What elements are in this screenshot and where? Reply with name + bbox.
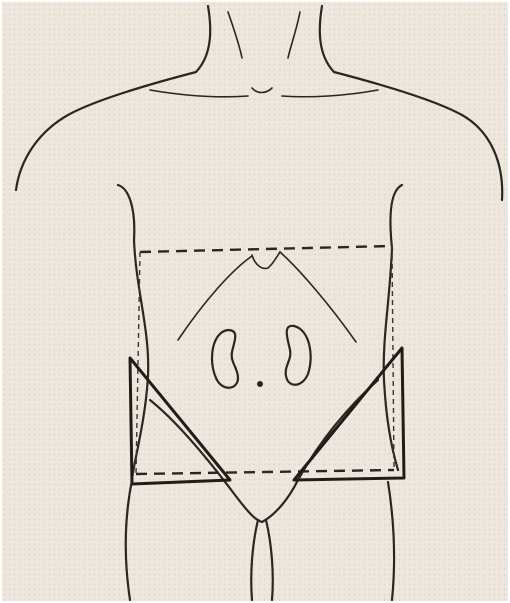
shoulder-right xyxy=(334,72,502,200)
thigh-inner-left xyxy=(251,520,258,600)
umbilicus xyxy=(257,381,263,387)
kidney-right xyxy=(286,326,311,385)
flank-left xyxy=(132,240,148,480)
neck-muscle-right xyxy=(288,12,300,58)
neck-left xyxy=(196,6,210,72)
xiphoid xyxy=(252,252,280,268)
kidney-left xyxy=(212,330,238,388)
inguinal-fold-left xyxy=(150,400,262,522)
arm-inner-left xyxy=(118,185,134,240)
inguinal-fold-right xyxy=(262,380,378,522)
thigh-inner-right xyxy=(266,520,273,600)
costal-margin-right xyxy=(280,252,356,342)
arm-inner-right xyxy=(390,185,402,248)
field-top-dashed xyxy=(140,246,392,252)
neck-right xyxy=(320,6,334,72)
shoulder-left xyxy=(16,72,196,190)
clavicle-right xyxy=(282,90,378,97)
neck-muscle-left xyxy=(228,12,242,58)
flank-right xyxy=(384,248,398,470)
clavicle-left xyxy=(150,90,248,97)
sternal-notch xyxy=(252,88,272,93)
costal-margin-left xyxy=(178,256,252,340)
thigh-outer-right xyxy=(388,482,394,600)
field-bottom-dashed xyxy=(136,470,394,474)
thigh-outer-left xyxy=(126,480,132,600)
